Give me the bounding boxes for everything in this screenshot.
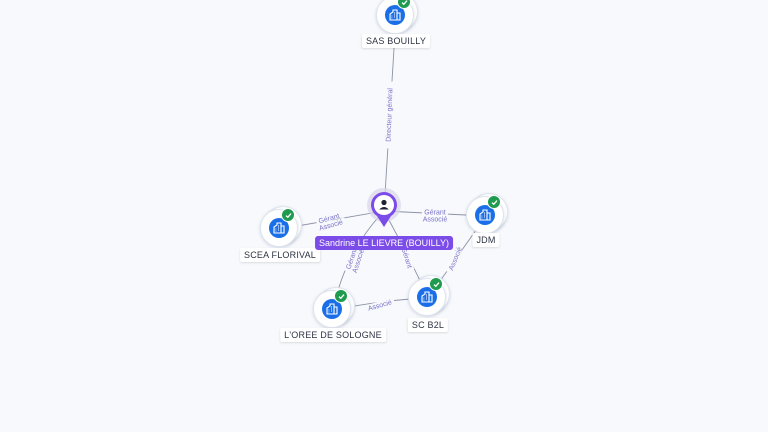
- company-label-b2l[interactable]: SC B2L: [407, 318, 449, 332]
- company-node-scea[interactable]: [260, 206, 302, 249]
- building-icon: [322, 299, 342, 319]
- building-icon: [385, 5, 405, 25]
- edge-label: Associé: [423, 217, 448, 224]
- building-icon: [475, 205, 495, 225]
- center-person-node[interactable]: [366, 187, 402, 231]
- edge-label-bg: [420, 215, 450, 222]
- edge-label-group-center-sas: Directeur général: [384, 81, 395, 149]
- company-label-jdm[interactable]: JDM: [472, 233, 500, 247]
- person-icon: [379, 199, 389, 210]
- edge-label: Gérant: [424, 210, 445, 217]
- verified-check-icon: [397, 0, 411, 9]
- verified-check-icon: [487, 195, 501, 209]
- edge-label: Directeur général: [386, 88, 395, 142]
- edge-label-bg: [315, 211, 343, 225]
- edge-label: Associé: [448, 246, 464, 271]
- edge-label-bg: [384, 81, 394, 149]
- verified-check-icon: [334, 289, 348, 303]
- company-node-jdm[interactable]: [466, 193, 508, 236]
- edge-label-bg: [315, 217, 347, 232]
- edge-label-bg: [421, 208, 449, 215]
- map-pin-icon: [367, 188, 401, 227]
- company-node-loree[interactable]: [313, 287, 355, 330]
- company-label-scea[interactable]: SCEA FLORIVAL: [240, 248, 320, 262]
- edge-label-bg: [400, 244, 415, 272]
- edge-label-bg: [343, 245, 359, 273]
- company-node-sas[interactable]: [376, 0, 418, 36]
- edge-label-group-b2l-loree: Associé: [364, 297, 395, 313]
- verified-check-icon: [281, 208, 295, 222]
- edge-label-bg: [364, 297, 395, 313]
- center-person-label[interactable]: Sandrine LE LIEVRE (BOUILLY): [315, 236, 453, 250]
- edge-label: Associé: [367, 299, 393, 313]
- company-node-b2l[interactable]: [408, 275, 450, 318]
- building-icon: [417, 287, 437, 307]
- company-label-loree[interactable]: L'OREE DE SOLOGNE: [280, 328, 386, 342]
- building-icon: [269, 218, 289, 238]
- company-label-sas[interactable]: SAS BOUILLY: [361, 34, 431, 48]
- edge-label: Gérant: [399, 247, 412, 270]
- verified-check-icon: [429, 277, 443, 291]
- edge-label-bg: [446, 243, 464, 274]
- edge-label-bg: [349, 245, 366, 277]
